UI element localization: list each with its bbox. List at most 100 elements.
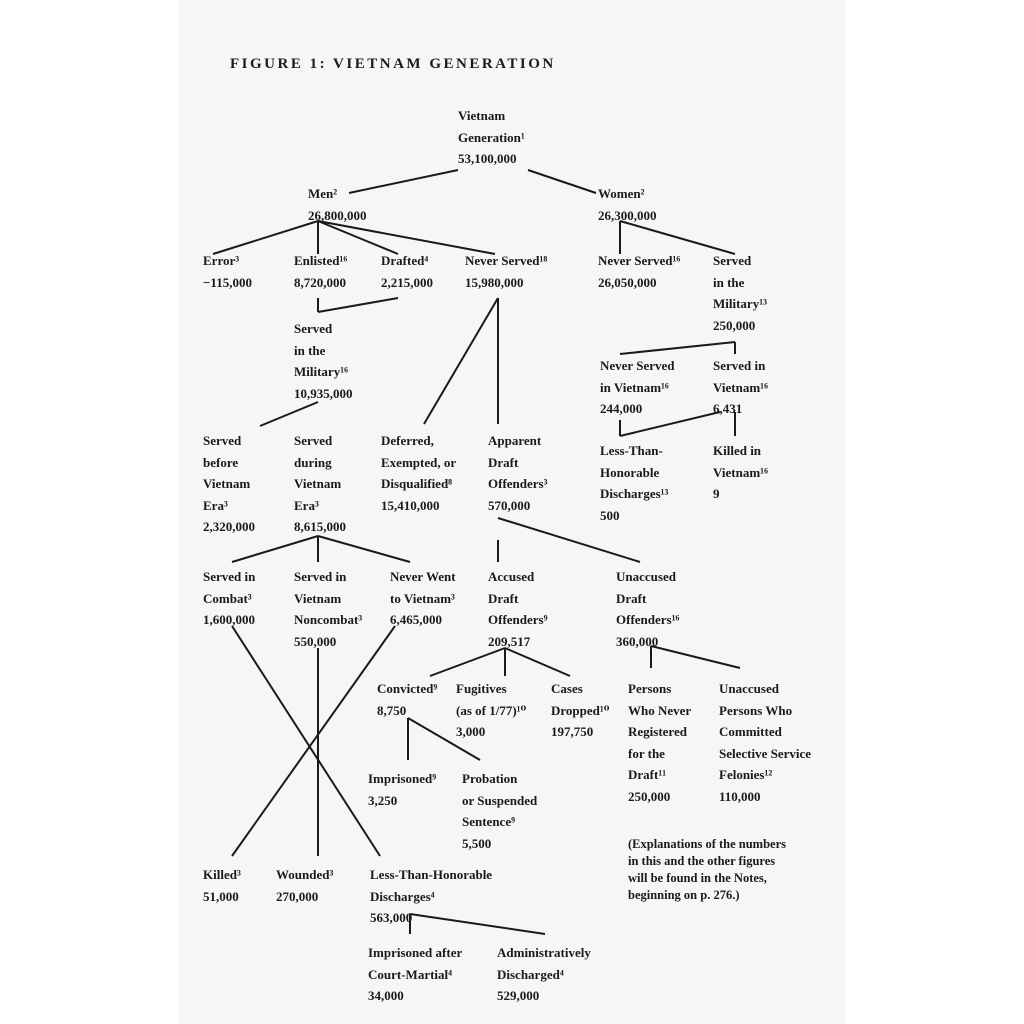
node-label-line: Discharges¹³ bbox=[600, 486, 669, 501]
node-label-line: or Suspended bbox=[462, 792, 538, 808]
connector-line bbox=[409, 913, 546, 935]
note-line: beginning on p. 276.) bbox=[628, 888, 740, 902]
node-label-line: Enlisted¹⁶ bbox=[294, 253, 348, 268]
node-label-line: Served bbox=[294, 433, 333, 448]
node-label-line: Sentence⁹ bbox=[462, 814, 515, 829]
figure-title: FIGURE 1: VIETNAM GENERATION bbox=[230, 56, 556, 72]
node-label-line: for the bbox=[628, 745, 665, 761]
connector-line bbox=[407, 717, 481, 761]
node-label-line: Men² bbox=[308, 186, 338, 201]
node-value: 360,000 bbox=[616, 633, 659, 649]
node-value: 15,410,000 bbox=[381, 497, 440, 513]
node-label-line: Served in bbox=[294, 569, 347, 584]
node-label-line: Offenders³ bbox=[488, 476, 548, 491]
node-label-line: Discharged⁴ bbox=[497, 966, 564, 982]
node-label-line: Felonies¹² bbox=[719, 767, 773, 782]
note-line: (Explanations of the numbers bbox=[628, 837, 787, 851]
connector-line bbox=[259, 401, 319, 427]
node-label-line: in the bbox=[294, 342, 326, 358]
connector-line bbox=[317, 535, 411, 563]
node-label-line: Imprisoned after bbox=[368, 945, 463, 960]
node-label-line: Served in bbox=[713, 358, 766, 373]
connector-line bbox=[619, 220, 736, 255]
node-label-line: Never Went bbox=[390, 569, 456, 584]
node-value: 26,050,000 bbox=[598, 274, 657, 290]
node-label-line: Probation bbox=[462, 771, 518, 786]
node-label-line: Era³ bbox=[203, 497, 228, 513]
node-value: 26,800,000 bbox=[308, 207, 367, 223]
node-value: 8,615,000 bbox=[294, 519, 346, 534]
node-value: −115,000 bbox=[203, 274, 252, 290]
node-label-line: Committed bbox=[719, 724, 782, 739]
node-label-line: to Vietnam³ bbox=[390, 590, 455, 606]
node-label-line: Honorable bbox=[600, 464, 660, 480]
connector-line bbox=[619, 341, 736, 355]
node-value: 550,000 bbox=[294, 633, 337, 649]
node-label-line: Registered bbox=[628, 724, 687, 739]
node-value: 53,100,000 bbox=[458, 151, 517, 166]
node-label-line: in the bbox=[713, 274, 745, 290]
node-label-line: Dropped¹⁰ bbox=[551, 702, 610, 718]
node-value: 2,215,000 bbox=[381, 274, 433, 290]
node-label-line: Draft bbox=[488, 454, 519, 470]
node-value: 3,000 bbox=[456, 724, 486, 739]
node-label-line: Unaccused bbox=[616, 569, 676, 584]
node-men: Men² 26,800,000 bbox=[308, 183, 367, 226]
node-value: 34,000 bbox=[368, 988, 404, 1003]
node-value: 15,980,000 bbox=[465, 274, 524, 290]
node-label-line: Error³ bbox=[203, 253, 240, 268]
node-label-line: Never Served bbox=[600, 358, 675, 373]
node-label-line: Accused bbox=[488, 569, 535, 584]
node-value: 209,517 bbox=[488, 633, 531, 649]
connector-line bbox=[650, 645, 741, 669]
node-label-line: Disqualified⁸ bbox=[381, 476, 453, 491]
node-label-line: Served in bbox=[203, 569, 256, 584]
node-label-line: Drafted⁴ bbox=[381, 253, 429, 268]
node-error: Error³ −115,000 bbox=[203, 250, 252, 293]
node-value: 563,000 bbox=[370, 910, 413, 925]
node-label-line: Court-Martial⁴ bbox=[368, 966, 453, 982]
connector-line bbox=[231, 625, 396, 857]
node-value: 6,431 bbox=[713, 401, 743, 416]
node-label-line: Exempted, or bbox=[381, 454, 457, 470]
node-label-line: Generation¹ bbox=[458, 129, 525, 145]
node-value: 9 bbox=[713, 486, 720, 501]
node-label-line: (as of 1/77)¹⁰ bbox=[456, 702, 527, 718]
connector-line bbox=[317, 297, 399, 313]
connector-line bbox=[231, 535, 319, 563]
node-label-line: Combat³ bbox=[203, 590, 252, 606]
connector-line bbox=[619, 411, 721, 437]
node-label-line: Vietnam bbox=[294, 590, 342, 606]
node-label-line: Military¹⁶ bbox=[294, 364, 348, 379]
node-label-line: Selective Service bbox=[719, 745, 812, 761]
node-value: 1,600,000 bbox=[203, 612, 255, 627]
node-value: 500 bbox=[600, 507, 620, 523]
node-label-line: Deferred, bbox=[381, 433, 434, 448]
connector-line bbox=[317, 220, 496, 255]
node-label-line: Vietnam bbox=[458, 108, 506, 123]
node-label-line: Military¹³ bbox=[713, 296, 767, 311]
node-label-line: Imprisoned⁹ bbox=[368, 771, 437, 786]
node-label-line: Served bbox=[203, 433, 242, 448]
node-label-line: Offenders⁹ bbox=[488, 612, 548, 627]
node-value: 8,750 bbox=[377, 702, 407, 718]
node-value: 529,000 bbox=[497, 988, 540, 1003]
connector-line bbox=[504, 647, 571, 677]
node-value: 197,750 bbox=[551, 724, 594, 739]
node-label-line: during bbox=[294, 454, 332, 470]
